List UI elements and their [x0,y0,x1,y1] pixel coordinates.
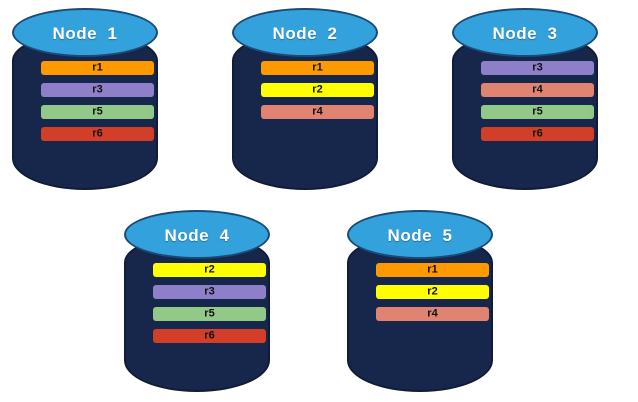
record-bar[interactable]: r3 [41,83,154,97]
node-label: Node 1 [52,23,118,43]
record-bar[interactable]: r2 [261,83,374,97]
record-label: r6 [532,127,543,139]
node-label: Node 3 [492,23,558,43]
record-bar[interactable]: r4 [261,105,374,119]
database-node-1[interactable]: Node 1 r1 r3 r5 r6 [12,8,158,190]
cylinder-top-ellipse: Node 4 [124,210,270,259]
record-bar[interactable]: r1 [41,61,154,75]
record-label: r5 [532,105,543,117]
record-bar[interactable]: r3 [153,285,266,299]
node-label: Node 2 [272,23,338,43]
record-bar[interactable]: r1 [376,263,489,277]
record-label: r2 [204,263,215,275]
record-bar[interactable]: r5 [153,307,266,321]
record-bar[interactable]: r4 [481,83,594,97]
database-node-5[interactable]: Node 5 r1 r2 r4 [347,210,493,392]
record-label: r2 [312,83,323,95]
record-label: r6 [204,329,215,341]
record-list: r2 r3 r5 r6 [153,263,266,343]
record-list: r1 r3 r5 r6 [41,61,154,141]
record-label: r1 [312,61,323,73]
record-label: r5 [204,307,215,319]
record-label: r3 [532,61,543,73]
record-label: r1 [427,263,438,275]
record-label: r1 [92,61,103,73]
record-bar[interactable]: r2 [153,263,266,277]
record-label: r3 [92,83,103,95]
record-bar[interactable]: r5 [41,105,154,119]
database-node-4[interactable]: Node 4 r2 r3 r5 r6 [124,210,270,392]
record-label: r3 [204,285,215,297]
record-bar[interactable]: r6 [153,329,266,343]
record-bar[interactable]: r1 [261,61,374,75]
record-label: r4 [532,83,543,95]
cylinder-top-ellipse: Node 5 [347,210,493,259]
record-label: r6 [92,127,103,139]
record-label: r4 [427,307,438,319]
cylinder-top-ellipse: Node 1 [12,8,158,57]
record-label: r4 [312,105,323,117]
database-node-2[interactable]: Node 2 r1 r2 r4 [232,8,378,190]
record-bar[interactable]: r5 [481,105,594,119]
database-node-3[interactable]: Node 3 r3 r4 r5 r6 [452,8,598,190]
record-bar[interactable]: r2 [376,285,489,299]
record-label: r5 [92,105,103,117]
record-list: r1 r2 r4 [261,61,374,119]
record-bar[interactable]: r6 [41,127,154,141]
record-label: r2 [427,285,438,297]
node-label: Node 4 [164,225,230,245]
node-label: Node 5 [387,225,453,245]
cylinder-top-ellipse: Node 3 [452,8,598,57]
record-list: r3 r4 r5 r6 [481,61,594,141]
record-bar[interactable]: r6 [481,127,594,141]
record-bar[interactable]: r4 [376,307,489,321]
record-list: r1 r2 r4 [376,263,489,321]
cylinder-top-ellipse: Node 2 [232,8,378,57]
record-bar[interactable]: r3 [481,61,594,75]
